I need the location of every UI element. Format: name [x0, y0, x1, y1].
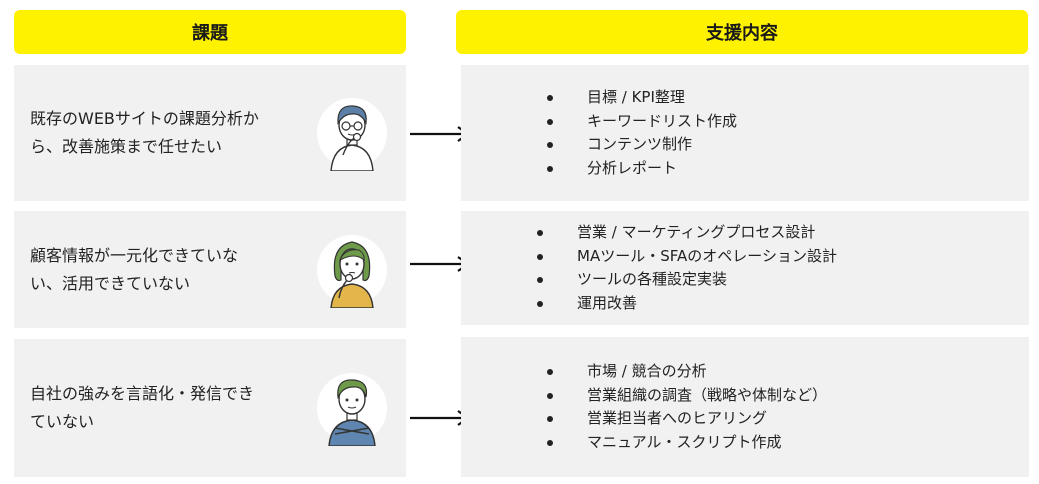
support-item: 市場 / 競合の分析 [547, 360, 827, 384]
support-item: 営業組織の調査（戦略や体制など） [547, 384, 827, 408]
support-box-3: 市場 / 競合の分析 営業組織の調査（戦略や体制など） 営業担当者へのヒアリング… [461, 337, 1029, 477]
support-list-2: 営業 / マーケティングプロセス設計 MAツール・SFAのオペレーション設計 ツ… [537, 221, 837, 315]
support-list-3: 市場 / 競合の分析 営業組織の調査（戦略や体制など） 営業担当者へのヒアリング… [547, 360, 827, 454]
issue-text-1: 既存のWEBサイトの課題分析か ら、改善施策まで任せたい [30, 109, 259, 156]
issue-box-1: 既存のWEBサイトの課題分析か ら、改善施策まで任せたい [14, 65, 406, 201]
issue-box-3: 自社の強みを言語化・発信でき ていない [14, 339, 406, 477]
support-item: MAツール・SFAのオペレーション設計 [537, 245, 837, 269]
support-item: 分析レポート [547, 157, 737, 181]
issue-box-2: 顧客情報が一元化できていな い、活用できていない [14, 211, 406, 328]
header-support-label: 支援内容 [706, 23, 778, 44]
header-issue: 課題 [14, 10, 406, 54]
support-item: コンテンツ制作 [547, 133, 737, 157]
support-item: ツールの各種設定実装 [537, 268, 837, 292]
person-thinking-icon [317, 234, 387, 308]
support-box-1: 目標 / KPI整理 キーワードリスト作成 コンテンツ制作 分析レポート [461, 65, 1029, 201]
header-support: 支援内容 [456, 10, 1028, 54]
support-item: 営業 / マーケティングプロセス設計 [537, 221, 837, 245]
support-item: マニュアル・スクリプト作成 [547, 431, 827, 455]
support-item: 営業担当者へのヒアリング [547, 407, 827, 431]
support-list-1: 目標 / KPI整理 キーワードリスト作成 コンテンツ制作 分析レポート [547, 86, 737, 180]
person-arms-crossed-icon [317, 373, 387, 446]
support-item: キーワードリスト作成 [547, 110, 737, 134]
support-item: 目標 / KPI整理 [547, 86, 737, 110]
issue-text-3: 自社の強みを言語化・発信でき ていない [30, 384, 255, 431]
support-box-2: 営業 / マーケティングプロセス設計 MAツール・SFAのオペレーション設計 ツ… [461, 211, 1029, 325]
issue-text-2: 顧客情報が一元化できていな い、活用できていない [30, 245, 239, 293]
support-item: 運用改善 [537, 292, 837, 316]
person-glasses-icon [317, 98, 387, 171]
header-issue-label: 課題 [192, 23, 228, 44]
